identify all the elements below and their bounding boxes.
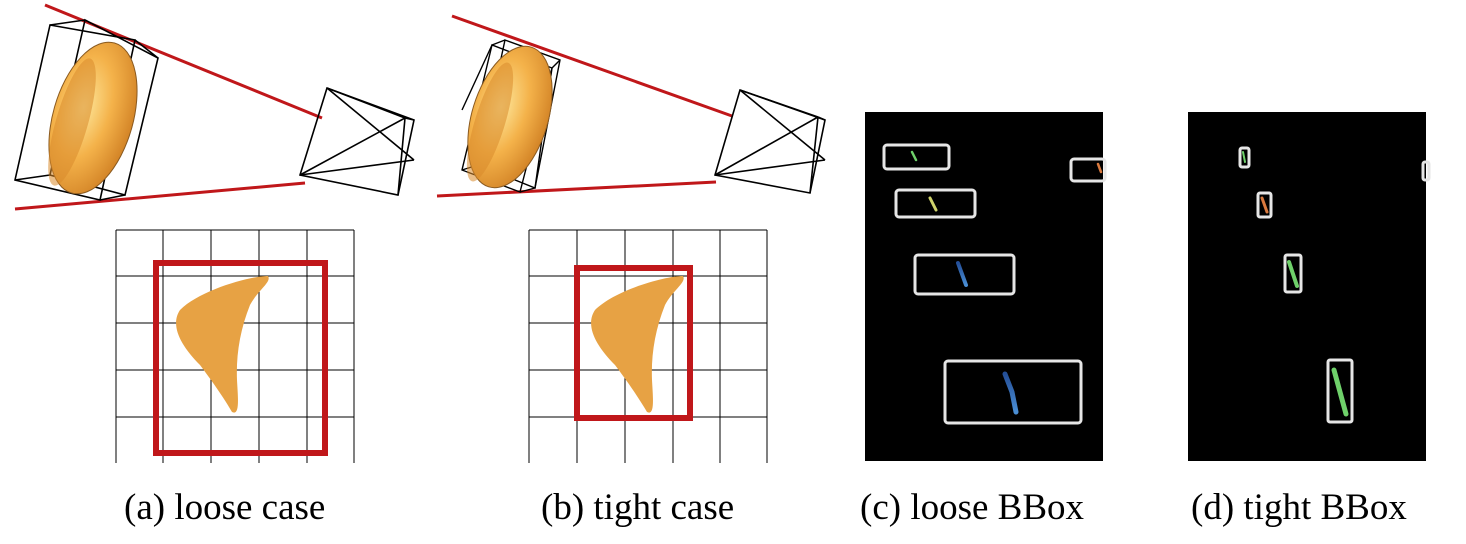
panel-a-2d-bbox [153, 260, 328, 456]
panel-a-object-shape [176, 276, 269, 413]
panel-c-mask-background [865, 112, 1103, 461]
panel-b-ray-bottom [436, 180, 717, 198]
panel-a-grid-view [115, 229, 355, 463]
panel-b-3d-scene [436, 14, 826, 198]
panel-d-box-4 [1283, 253, 1303, 294]
panel-d-box-3 [1256, 191, 1273, 219]
caption-d: (d) tight BBox [1191, 487, 1407, 528]
panel-c-box-4 [913, 253, 1016, 296]
panel-d-mask-background [1188, 112, 1426, 461]
panel-d-boxes [1238, 146, 1431, 424]
panel-b-camera-frustum [713, 88, 826, 194]
caption-b: (b) tight case [541, 487, 735, 528]
panel-d-box-2 [1421, 160, 1431, 182]
panel-b-2d-bbox [574, 265, 693, 421]
caption-c: (c) loose BBox [860, 487, 1085, 528]
panel-c-box-5 [943, 359, 1083, 425]
panel-d-tight-bbox [1188, 112, 1431, 461]
panel-a-3d-scene [14, 3, 415, 211]
panel-d-box-5 [1326, 358, 1354, 424]
panel-d-box-1 [1238, 146, 1251, 169]
panel-b-object-shape [591, 276, 684, 413]
panel-a-grid [115, 229, 355, 463]
panel-c-loose-bbox [865, 112, 1107, 461]
panel-b-grid-view [528, 229, 768, 463]
panel-c-box-3 [894, 188, 977, 219]
panel-a-loose-case [14, 3, 415, 463]
panel-b-ray-top [451, 14, 733, 118]
panel-c-boxes [882, 143, 1107, 425]
panel-b-tight-case [436, 14, 826, 463]
panel-b-ellipsoid [466, 45, 553, 189]
caption-a: (a) loose case [124, 487, 326, 528]
panel-a-camera-frustum [298, 86, 415, 196]
panel-a-ellipsoid [48, 41, 138, 195]
panel-c-streaks [910, 150, 1103, 415]
panel-c-box-1 [882, 143, 951, 171]
panel-a-ray-bottom [14, 181, 306, 211]
panel-c-box-2 [1069, 157, 1107, 183]
panel-d-streaks [1242, 151, 1349, 417]
